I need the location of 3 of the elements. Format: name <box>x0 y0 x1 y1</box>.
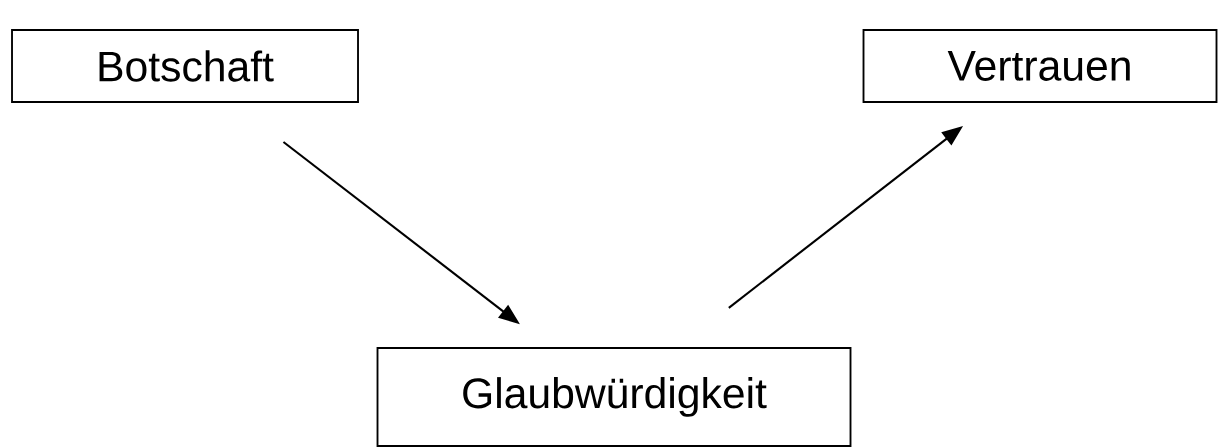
text-box: Botschaft <box>11 29 359 103</box>
text-box: Vertrauen <box>862 29 1218 103</box>
text-box: Glaubwürdigkeit <box>376 347 852 447</box>
